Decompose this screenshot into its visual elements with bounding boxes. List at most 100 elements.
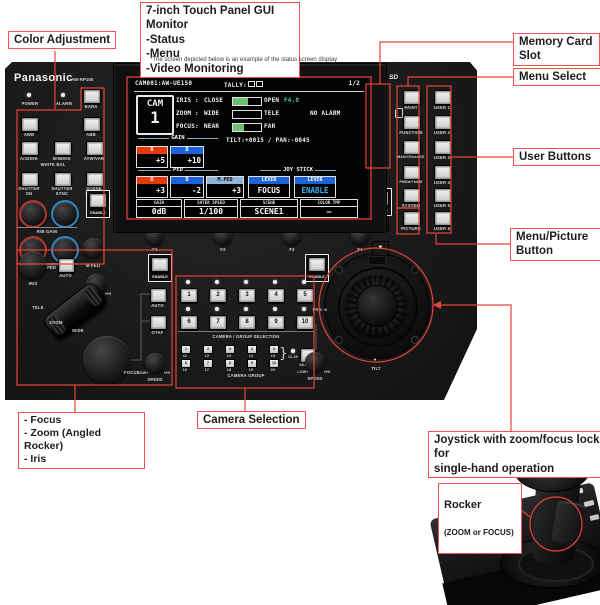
b-gain-knob[interactable] (51, 200, 79, 228)
cam-led-8 (244, 307, 248, 311)
iris-knob[interactable] (19, 251, 47, 279)
touch-panel-screen[interactable]: CAM001:AW-UE150 TALLY: 1/2 CAM 1 IRIS : … (130, 78, 368, 218)
lens-enable-button[interactable]: ENABLE (148, 254, 172, 282)
group-button-1-11[interactable]: 1 (181, 345, 191, 354)
lcd-gain-r-value: +5 (155, 156, 165, 165)
menu-maintenance-label: MAINTENANCE (397, 155, 425, 159)
color-enable-key[interactable] (89, 193, 107, 208)
abb-button[interactable] (83, 117, 101, 132)
lcd-cell-gain-value: 0dB (151, 207, 167, 216)
lcd-cell-shutter-value: 1/100 (198, 207, 224, 216)
lcd-gain-b-value: +10 (187, 156, 201, 165)
user5-button[interactable] (434, 188, 452, 203)
menu-picture-button[interactable] (403, 211, 421, 226)
camera-button-6[interactable]: 6 (180, 315, 198, 330)
cam-led-2 (215, 280, 219, 284)
lcd-focus-near: NEAR (204, 123, 220, 130)
camera-button-4[interactable]: 4 (267, 288, 285, 303)
cam-led-4 (273, 280, 277, 284)
menu-function-label: FUNCTION (399, 130, 423, 135)
shutter-on-button[interactable] (21, 172, 39, 187)
lcd-ped-title: PED (173, 167, 183, 173)
focus-auto-label: AUTO (151, 303, 164, 308)
lcd-ped-b-header: B (171, 177, 203, 184)
group-label-16: 16 (182, 368, 188, 372)
otaf-button[interactable] (150, 315, 167, 330)
menu-down-button[interactable]: ▼ (372, 241, 389, 256)
shutter-sync-button[interactable] (54, 172, 72, 187)
menu-paint-button[interactable] (403, 90, 421, 105)
group-button-10-20[interactable]: 10 (269, 359, 279, 368)
focus-knob[interactable] (83, 336, 131, 384)
group-button-2-12[interactable]: 2 (203, 345, 213, 354)
lcd-ped-b: B -2 (170, 176, 204, 198)
group-button-6-16[interactable]: 6 (181, 359, 191, 368)
focus-auto-button[interactable] (150, 288, 167, 303)
a3200k-button[interactable] (21, 141, 39, 156)
menu-function-button[interactable] (403, 115, 421, 130)
m-ped-knob[interactable] (83, 238, 103, 258)
atw-var-label: ATW/VAR (83, 156, 105, 161)
camera-button-9[interactable]: 9 (267, 315, 285, 330)
ptz-speed-knob[interactable] (305, 352, 325, 372)
scene-onoff-button[interactable] (86, 172, 104, 187)
menu-pmem-tmem-button[interactable] (403, 165, 421, 180)
group-button-8-18[interactable]: 8 (225, 359, 235, 368)
camera-button-10[interactable]: 10 (296, 315, 314, 330)
joystick-screw (411, 266, 419, 274)
cam-led-6 (186, 307, 190, 311)
lcd-gain-r: R +5 (136, 146, 168, 168)
menu-system-button[interactable] (403, 188, 421, 203)
group-button-7-17[interactable]: 7 (203, 359, 213, 368)
focus-speed-knob[interactable] (145, 353, 165, 373)
ptz-speed-label: SPEED (307, 376, 323, 381)
camera-button-5[interactable]: 5 (296, 288, 314, 303)
bars-button[interactable] (83, 89, 101, 104)
lcd-tally: TALLY: (224, 81, 263, 90)
lcd-zoom-label: ZOOM : (176, 110, 199, 117)
r-gain-knob[interactable] (19, 200, 47, 228)
camera-button-3[interactable]: 3 (238, 288, 256, 303)
f2-label: F2 (220, 247, 226, 252)
callout-menu-picture-button: Menu/Picture Button (510, 228, 600, 261)
user1-button[interactable] (434, 90, 452, 105)
ptz-enable-key[interactable] (308, 257, 326, 272)
focus-speed-low: LOW+ (137, 371, 149, 375)
ptz-enable-button[interactable]: ENABLE (305, 254, 329, 282)
atw-var-button[interactable] (86, 141, 104, 156)
group-label-12: 12 (204, 354, 210, 358)
cam-led-3 (244, 280, 248, 284)
group-label-20: 20 (270, 368, 276, 372)
lcd-joystick-title: JOY STICK (283, 167, 313, 173)
group-range-label: 11-20 (288, 355, 298, 359)
color-enable-button[interactable]: ENABLE (86, 190, 110, 218)
group-button-4-14[interactable]: 4 (247, 345, 257, 354)
user3-button[interactable] (434, 140, 452, 155)
group-button-9-19[interactable]: 9 (247, 359, 257, 368)
camera-button-1[interactable]: 1 (180, 288, 198, 303)
user4-button[interactable] (434, 165, 452, 180)
group-button-5-15[interactable]: 5 (269, 345, 279, 354)
group-button-3-13[interactable]: 3 (225, 345, 235, 354)
camera-button-7[interactable]: 7 (209, 315, 227, 330)
lcd-mped-header: M.PED (207, 177, 243, 184)
menu-picture-label: PICTURE (401, 226, 421, 231)
lcd-iris-close: CLOSE (204, 97, 224, 104)
lcd-cell-gain: GAIN 0dB (136, 199, 182, 218)
b5600k-button[interactable] (54, 141, 72, 156)
awb-button[interactable] (21, 117, 39, 132)
user6-button[interactable] (434, 211, 452, 226)
camera-button-8[interactable]: 8 (238, 315, 256, 330)
menu-maintenance-button[interactable] (403, 140, 421, 155)
callout-memory-card-slot: Memory Card Slot (513, 33, 600, 66)
alarm-led (61, 93, 65, 97)
tilt-marker-icon: ▼ (373, 357, 377, 362)
user2-button[interactable] (434, 115, 452, 130)
lcd-cell-shutter: SHTER SPEED 1/100 (184, 199, 238, 218)
lens-enable-key[interactable] (151, 257, 169, 272)
iris-auto-button[interactable] (58, 258, 75, 273)
joystick-cap[interactable] (356, 285, 398, 327)
user2-label: USER 2 (433, 130, 451, 135)
callout-menu-select: Menu Select (513, 68, 600, 87)
camera-button-2[interactable]: 2 (209, 288, 227, 303)
